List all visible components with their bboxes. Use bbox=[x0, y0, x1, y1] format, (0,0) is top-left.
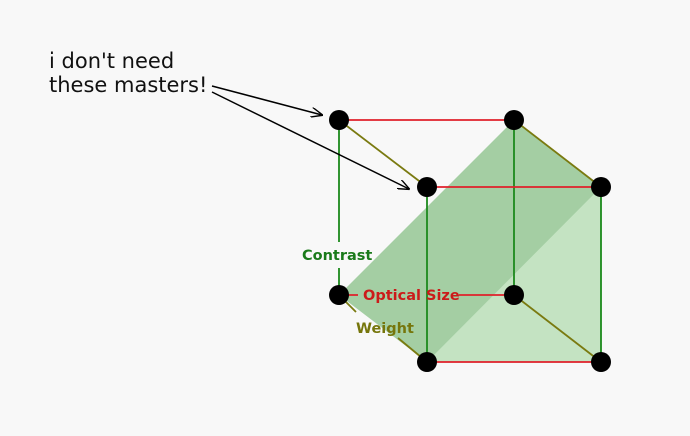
master-dot-front-top-right bbox=[591, 177, 611, 197]
optical-size-axis-label: Optical Size bbox=[363, 288, 460, 304]
weight-edge bbox=[513, 119, 602, 188]
master-dot-front-top-left bbox=[417, 177, 437, 197]
weight-edge bbox=[513, 294, 602, 363]
master-dot-back-bottom-left bbox=[329, 285, 349, 305]
master-dot-back-top-right bbox=[504, 110, 524, 130]
annotation-line-2: these masters! bbox=[49, 73, 207, 97]
contrast-axis-label: Contrast bbox=[302, 248, 372, 264]
annotation-arrow-2 bbox=[211, 91, 409, 189]
weight-axis-label: Weight bbox=[356, 321, 414, 337]
master-dots bbox=[329, 110, 611, 372]
master-dot-front-bottom-right bbox=[591, 352, 611, 372]
master-dot-back-bottom-right bbox=[504, 285, 524, 305]
annotation-line-1: i don't need bbox=[49, 49, 174, 73]
contrast-edges bbox=[338, 120, 602, 362]
weight-edge bbox=[338, 119, 428, 188]
annotation-arrow-1 bbox=[211, 85, 322, 115]
master-dot-front-bottom-left bbox=[417, 352, 437, 372]
dark-plane bbox=[339, 120, 601, 362]
master-dot-back-top-left bbox=[329, 110, 349, 130]
